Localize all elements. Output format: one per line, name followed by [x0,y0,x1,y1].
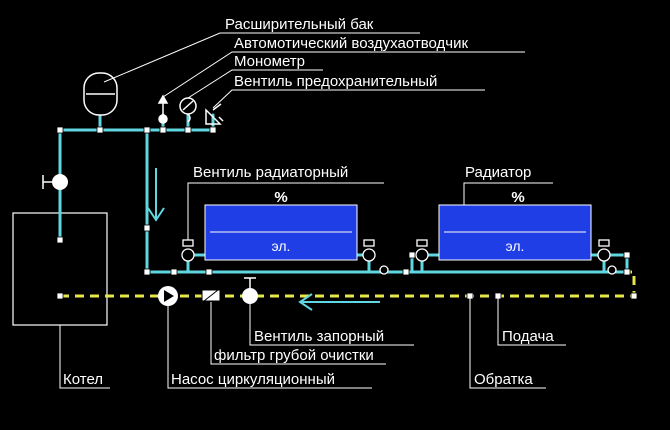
label-supply: Подача [502,328,554,345]
label-boiler: Котел [63,371,103,388]
boiler-valve-icon [42,174,68,190]
label-return: Обратка [474,371,533,388]
radiator-2-bottom-mark: эл. [506,238,525,254]
flow-arrow-icon [147,168,380,311]
label-manometer: Монометр [234,53,305,70]
manometer-icon [179,97,197,123]
expansion-tank-icon [83,72,118,116]
label-coarse-filter: фильтр грубой очистки [214,347,374,364]
shutoff-valve-icon [242,277,258,304]
radiator-2: % эл. [438,189,592,261]
label-shutoff-valve: Вентиль запорный [254,328,384,345]
air-vent-icon [157,94,169,124]
radiator-1-bottom-mark: эл. [272,238,291,254]
filter-icon [201,289,221,302]
label-air-vent: Автомотический воздухаотводчик [234,35,468,52]
return-pipe [60,270,636,298]
radiator-1-top-mark: % [274,189,287,206]
radiator-1: % эл. [204,189,358,261]
circulation-pump-icon [158,286,178,306]
radiator-2-top-mark: % [511,189,524,206]
leader-lines [59,32,566,389]
label-safety-valve: Вентиль предохранительный [234,73,437,90]
label-circulation-pump: Насос циркуляционный [171,371,335,388]
label-radiator: Радиатор [465,164,531,181]
label-expansion-tank: Расширительный бак [225,16,374,33]
label-radiator-valve: Вентиль радиаторный [193,164,348,181]
safety-valve-icon [205,103,224,125]
radiator-valve-icon [181,239,617,275]
